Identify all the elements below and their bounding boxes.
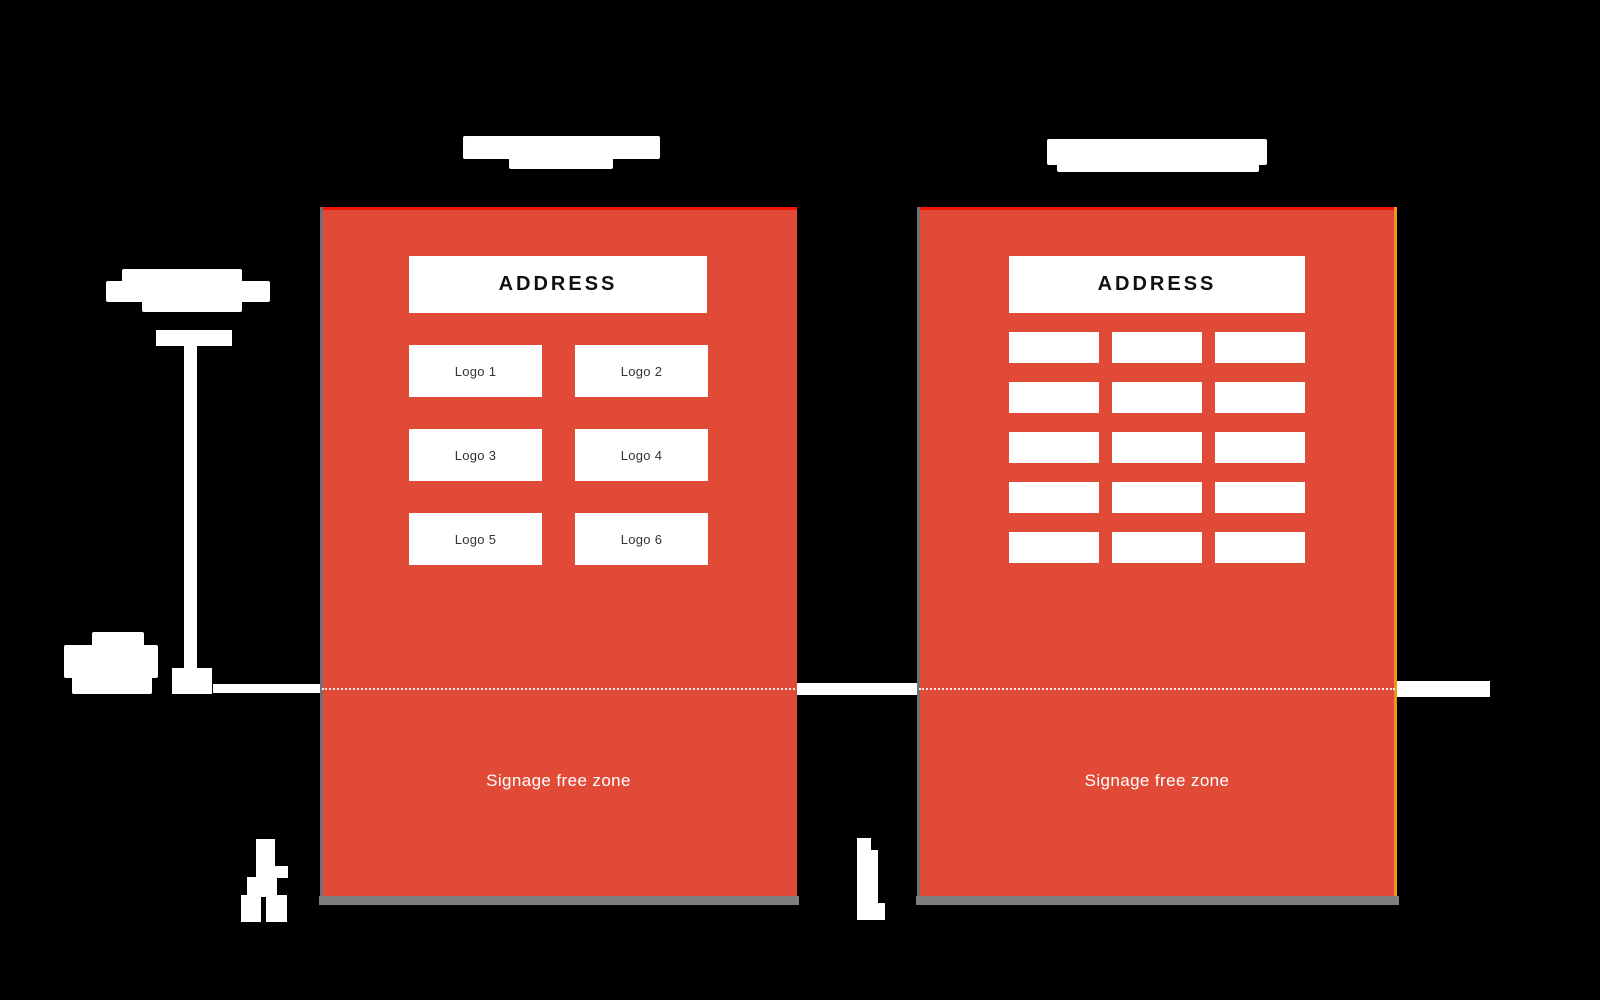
ground-label-redacted [64,645,158,678]
logo-label: Logo 2 [620,363,663,379]
panel-right-accent-edge [1394,207,1397,896]
signage-free-zone-label: Signage free zone [1084,771,1230,790]
empty-slot [1112,532,1202,563]
panel-bottom-shadow [916,896,1399,905]
logo-label: Logo 1 [454,363,497,379]
logo-slot-3: Logo 3 [409,429,542,481]
empty-slot [1215,432,1305,463]
empty-slot [1215,482,1305,513]
dimension-line-top-tick-icon [156,330,232,346]
empty-slot [1112,482,1202,513]
fold-line-icon [919,688,1395,690]
address-box: ADDRESS [409,256,707,313]
panel-left-edge [320,207,323,896]
logo-label: Logo 3 [454,447,497,463]
address-box: ADDRESS [1009,256,1305,313]
ground-label-redacted [72,676,152,694]
logo-slot-1: Logo 1 [409,345,542,397]
empty-slot [1112,432,1202,463]
empty-slot [1009,382,1099,413]
ground-label-redacted [92,632,144,647]
empty-slot [1215,532,1305,563]
panel-1-subtitle-redacted [509,156,613,169]
ground-line [1397,681,1490,697]
empty-slot [1215,332,1305,363]
empty-slot [1009,482,1099,513]
panel-1-title-redacted [463,136,660,159]
empty-slot [1009,532,1099,563]
panel-top-edge [917,207,1397,210]
fold-line-icon [322,688,795,690]
panel-left-edge [917,207,920,896]
panel-2-title-redacted [1047,139,1267,165]
address-label: ADDRESS [498,273,618,295]
logo-slot-4: Logo 4 [575,429,708,481]
empty-slot [1112,332,1202,363]
signage-free-zone-label: Signage free zone [486,771,631,790]
logo-label: Logo 5 [454,531,497,547]
sign-panel-1: ADDRESS Logo 1 Logo 2 Logo 3 Logo 4 Logo… [319,207,799,905]
logo-slot-5: Logo 5 [409,513,542,565]
sign-panel-2: ADDRESS Signage free zone [916,207,1399,905]
logo-label: Logo 6 [620,531,663,547]
logo-label: Logo 4 [620,447,663,463]
panel-bottom-shadow [319,896,799,905]
panel-top-edge [320,207,797,210]
empty-slot [1009,332,1099,363]
logo-slot-2: Logo 2 [575,345,708,397]
address-label: ADDRESS [1097,273,1217,295]
dimension-line-icon [184,340,197,672]
empty-slot [1112,382,1202,413]
dimension-line-bottom-tick-icon [172,668,212,694]
empty-slot [1215,382,1305,413]
ground-line [213,684,320,693]
ground-line [797,683,917,695]
logo-slot-6: Logo 6 [575,513,708,565]
dimension-label-redacted [142,299,242,312]
dimension-label-redacted [106,281,270,302]
panel-2-subtitle-redacted [1057,163,1259,172]
empty-slot [1009,432,1099,463]
